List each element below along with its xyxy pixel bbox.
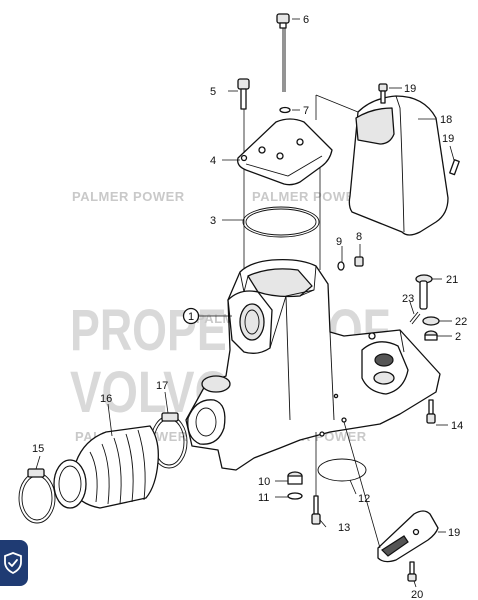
part-9-washer (337, 261, 345, 271)
part-21-screw (407, 561, 417, 582)
part-12-ring (317, 458, 367, 482)
callout-9: 9 (336, 236, 342, 248)
callout-6: 6 (303, 14, 309, 26)
callout-17: 17 (156, 380, 168, 392)
security-badge[interactable] (0, 540, 28, 586)
callout-1-circle (182, 307, 200, 325)
callout-21: 20 (411, 589, 423, 600)
callouts: 5 6 7 4 3 9 8 19 18 19 21 23 22 2 14 17 … (32, 14, 467, 600)
callout-2: 2 (455, 331, 461, 343)
part-24-split-pin (409, 311, 421, 325)
callout-22: 21 (446, 274, 458, 286)
callout-15: 15 (32, 443, 44, 455)
callout-4: 4 (210, 155, 216, 167)
part-13-screw (311, 495, 321, 525)
callout-19a: 19 (404, 83, 416, 95)
callout-7: 7 (303, 105, 309, 117)
shield-check-icon (4, 552, 22, 574)
part-16-bellows (53, 425, 159, 509)
callout-18: 18 (440, 114, 452, 126)
part-20-bracket (377, 510, 439, 563)
callout-19b: 19 (442, 133, 454, 145)
part-1-housing (185, 258, 441, 471)
part-5-screw (237, 78, 250, 110)
part-6-dipstick (276, 13, 290, 92)
part-7-washer (279, 106, 291, 114)
part-10-bushing (287, 471, 303, 485)
part-2-bushing (424, 330, 438, 341)
part-19-screw-b (449, 159, 460, 176)
callout-14: 14 (451, 420, 463, 432)
part-8-plug (354, 256, 364, 267)
callout-10: 10 (258, 476, 270, 488)
callout-3: 3 (210, 215, 216, 227)
callout-5: 5 (210, 86, 216, 98)
part-14-screw (426, 399, 436, 424)
callout-1: 1 (188, 311, 194, 323)
part-15-clamp (18, 468, 56, 524)
callout-8: 8 (356, 231, 362, 243)
part-19-screw-a (378, 83, 388, 104)
part-18-shield (315, 94, 449, 236)
callout-13: 13 (338, 522, 350, 534)
leader-lines (35, 18, 455, 588)
callout-16: 16 (100, 393, 112, 405)
part-23-washer (422, 316, 440, 326)
part-3-gasket (242, 206, 320, 238)
callout-23: 22 (455, 316, 467, 328)
watermark-brand-1: PALMER POWER (72, 189, 185, 204)
part-4-cover (237, 118, 333, 186)
callout-12: 12 (358, 493, 370, 505)
callout-20: 19 (448, 527, 460, 539)
callout-11: 11 (258, 492, 269, 504)
callout-24: 23 (402, 293, 414, 305)
watermark-brand-2: PALMER POWER (252, 189, 365, 204)
part-22-pin (415, 274, 433, 310)
part-11-washer (287, 492, 303, 500)
